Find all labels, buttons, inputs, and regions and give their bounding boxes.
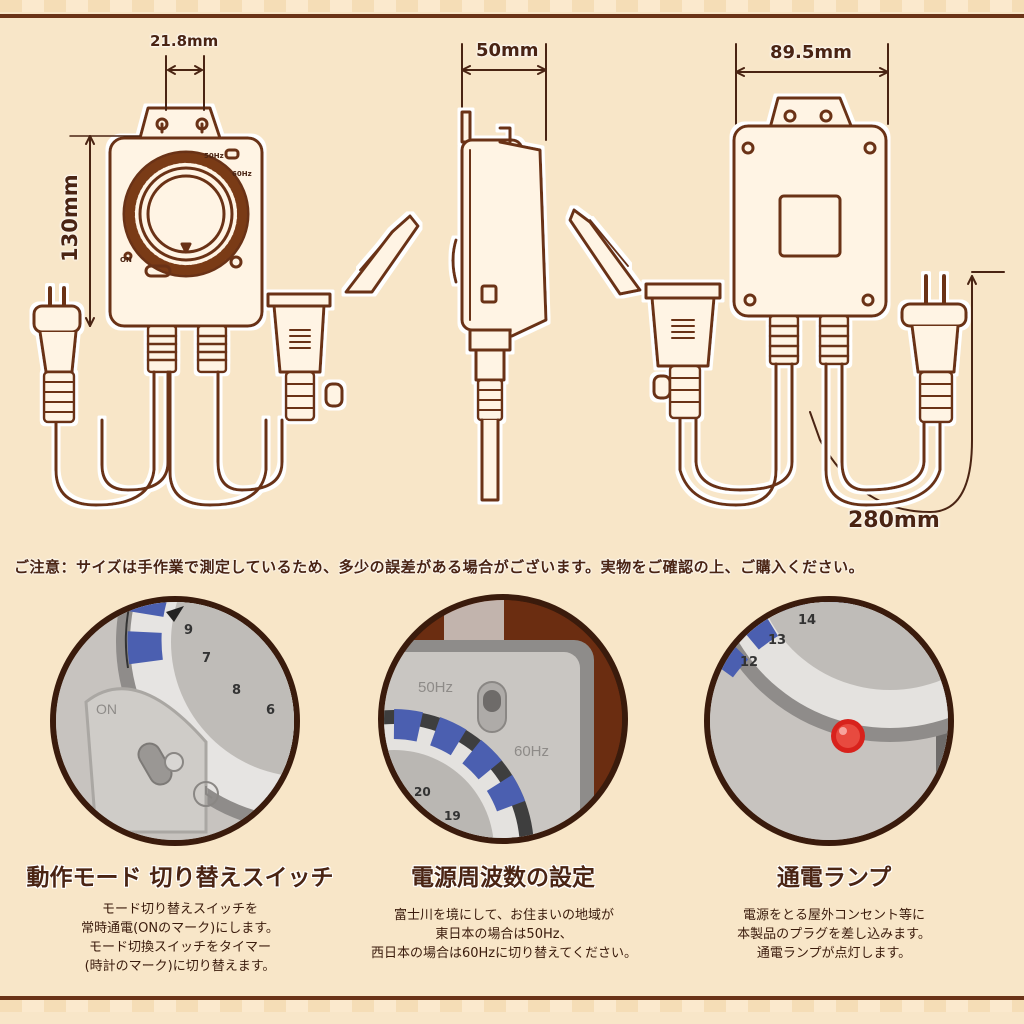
feature-title-lamp: 通電ランプ — [776, 865, 892, 891]
dim-width-back: 89.5mm — [770, 42, 852, 63]
desc-line: (時計のマーク)に切り替えます。 — [84, 959, 276, 974]
side-view — [451, 110, 548, 502]
desc-line: モード切換スイッチをタイマー — [88, 940, 271, 955]
desc-line: 通電ランプが点灯します。 — [756, 946, 912, 961]
zoom2-tick-19: 19 — [444, 809, 461, 823]
front-50hz-label: 50Hz — [204, 152, 224, 160]
feature-title-frequency: 電源周波数の設定 — [411, 865, 595, 891]
feature-desc-frequency: 富士川を境にして、お住まいの地域が 東日本の場合は50Hz、 西日本の場合は60… — [344, 906, 664, 963]
zoom2-tick-20: 20 — [414, 785, 431, 799]
zoom1-tick-8: 8 — [232, 683, 241, 698]
dim-cord-length: 280mm — [848, 508, 940, 533]
zoom3-tick-13: 13 — [768, 633, 786, 648]
product-dimension-diagram: 50Hz 60Hz ON — [32, 43, 1005, 513]
top-border — [0, 14, 1024, 18]
feature-desc-lamp: 電源をとる屋外コンセント等に 本製品のプラグを差し込みます。 通電ランプが点灯し… — [704, 906, 964, 963]
desc-line: 常時通電(ONのマーク)にします。 — [81, 921, 279, 936]
desc-line: 東日本の場合は50Hz、 — [435, 927, 573, 942]
zoom-mode-switch: ON 7 8 6 9 — [50, 596, 300, 846]
zoom3-tick-14: 14 — [798, 613, 816, 628]
dim-width-top: 21.8mm — [150, 32, 219, 50]
zoom3-tick-12: 12 — [740, 655, 758, 670]
zoom1-tick-6: 6 — [266, 703, 275, 718]
bottom-border — [0, 996, 1024, 1000]
back-view — [568, 96, 968, 507]
dim-height-left: 130mm — [58, 174, 82, 262]
zoom-frequency-switch: 50Hz 60Hz 20 19 — [378, 594, 628, 844]
zoom2-60hz-label: 60Hz — [514, 743, 549, 760]
desc-line: 西日本の場合は60Hzに切り替えてください。 — [370, 946, 638, 961]
zoom1-tick-7: 7 — [202, 651, 211, 666]
desc-line: 電源をとる屋外コンセント等に — [742, 908, 925, 923]
zoom1-tick-9: 9 — [184, 623, 193, 638]
size-notice: ご注意：サイズは手作業で測定しているため、多少の誤差がある場合がございます。実物… — [14, 558, 865, 576]
zoom2-50hz-label: 50Hz — [418, 679, 453, 696]
desc-line: 富士川を境にして、お住まいの地域が — [394, 908, 614, 923]
dim-depth-side: 50mm — [476, 40, 539, 61]
feature-desc-mode-switch: モード切り替えスイッチを 常時通電(ONのマーク)にします。 モード切換スイッチ… — [30, 900, 330, 976]
desc-line: 本製品のプラグを差し込みます。 — [737, 927, 931, 942]
front-60hz-label: 60Hz — [232, 170, 252, 178]
feature-title-mode-switch: 動作モード 切り替えスイッチ — [26, 865, 334, 891]
front-view — [32, 106, 420, 507]
dimension-lines — [69, 43, 1005, 513]
desc-line: モード切り替えスイッチを — [101, 902, 258, 917]
zoom1-on-label: ON — [96, 701, 117, 717]
zoom-power-lamp: 12 13 14 — [704, 596, 954, 846]
front-on-label: ON — [120, 256, 132, 264]
